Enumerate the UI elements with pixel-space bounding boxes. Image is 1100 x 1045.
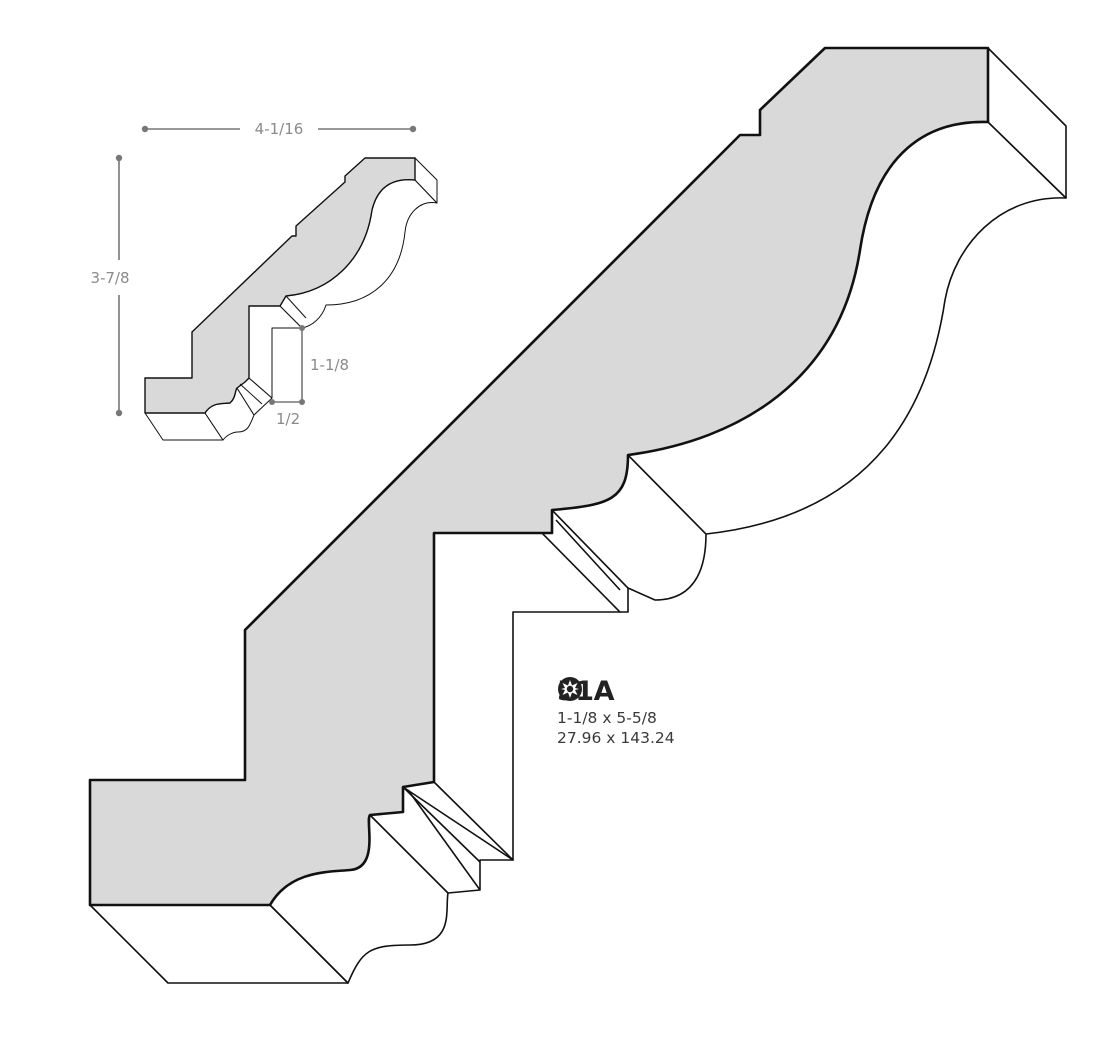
- detail-height-dimension: 1-1/8: [299, 325, 349, 402]
- star-burst-icon: [558, 677, 582, 701]
- detail-height-label: 1-1/8: [310, 356, 349, 374]
- thumbnail-molding-profile: [144, 157, 438, 441]
- size-imperial: 1-1/8 x 5-5/8: [557, 709, 657, 727]
- thumb-profile-face: [144, 157, 416, 414]
- width-dimension-label: 4-1/16: [255, 120, 304, 138]
- size-metric: 27.96 x 143.24: [557, 729, 675, 747]
- height-dimension-label: 3-7/8: [90, 269, 129, 287]
- large-profile-face: [88, 46, 990, 907]
- product-label: 51A 1-1/8 x 5-5/8 27.96 x 143.24: [557, 676, 675, 748]
- model-row: 51A: [557, 676, 675, 708]
- height-dimension: 3-7/8: [90, 154, 130, 417]
- detail-width-label: 1/2: [276, 410, 300, 428]
- detail-width-dimension: 1/2: [269, 399, 305, 428]
- width-dimension: 4-1/16: [141, 120, 417, 138]
- large-molding-profile: [88, 46, 1067, 984]
